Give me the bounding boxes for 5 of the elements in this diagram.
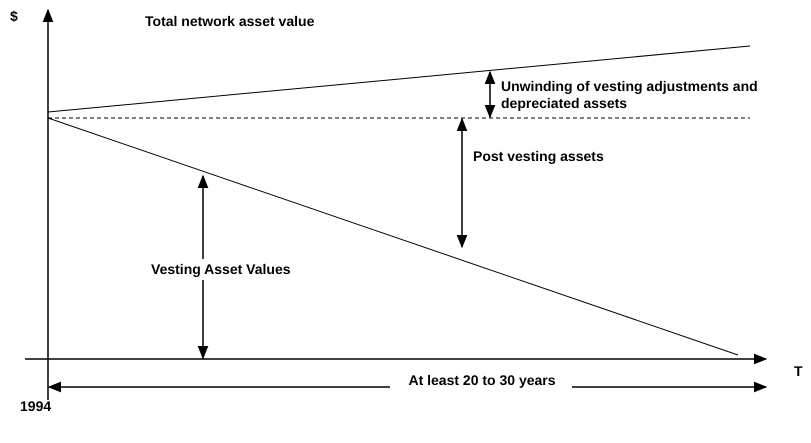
line-label: Total network asset value <box>145 13 314 30</box>
axis-label: 1994 <box>20 398 52 415</box>
axis-label: $ <box>10 8 18 25</box>
axis-label: T <box>794 363 803 380</box>
duration-label: At least 20 to 30 years <box>407 372 557 389</box>
